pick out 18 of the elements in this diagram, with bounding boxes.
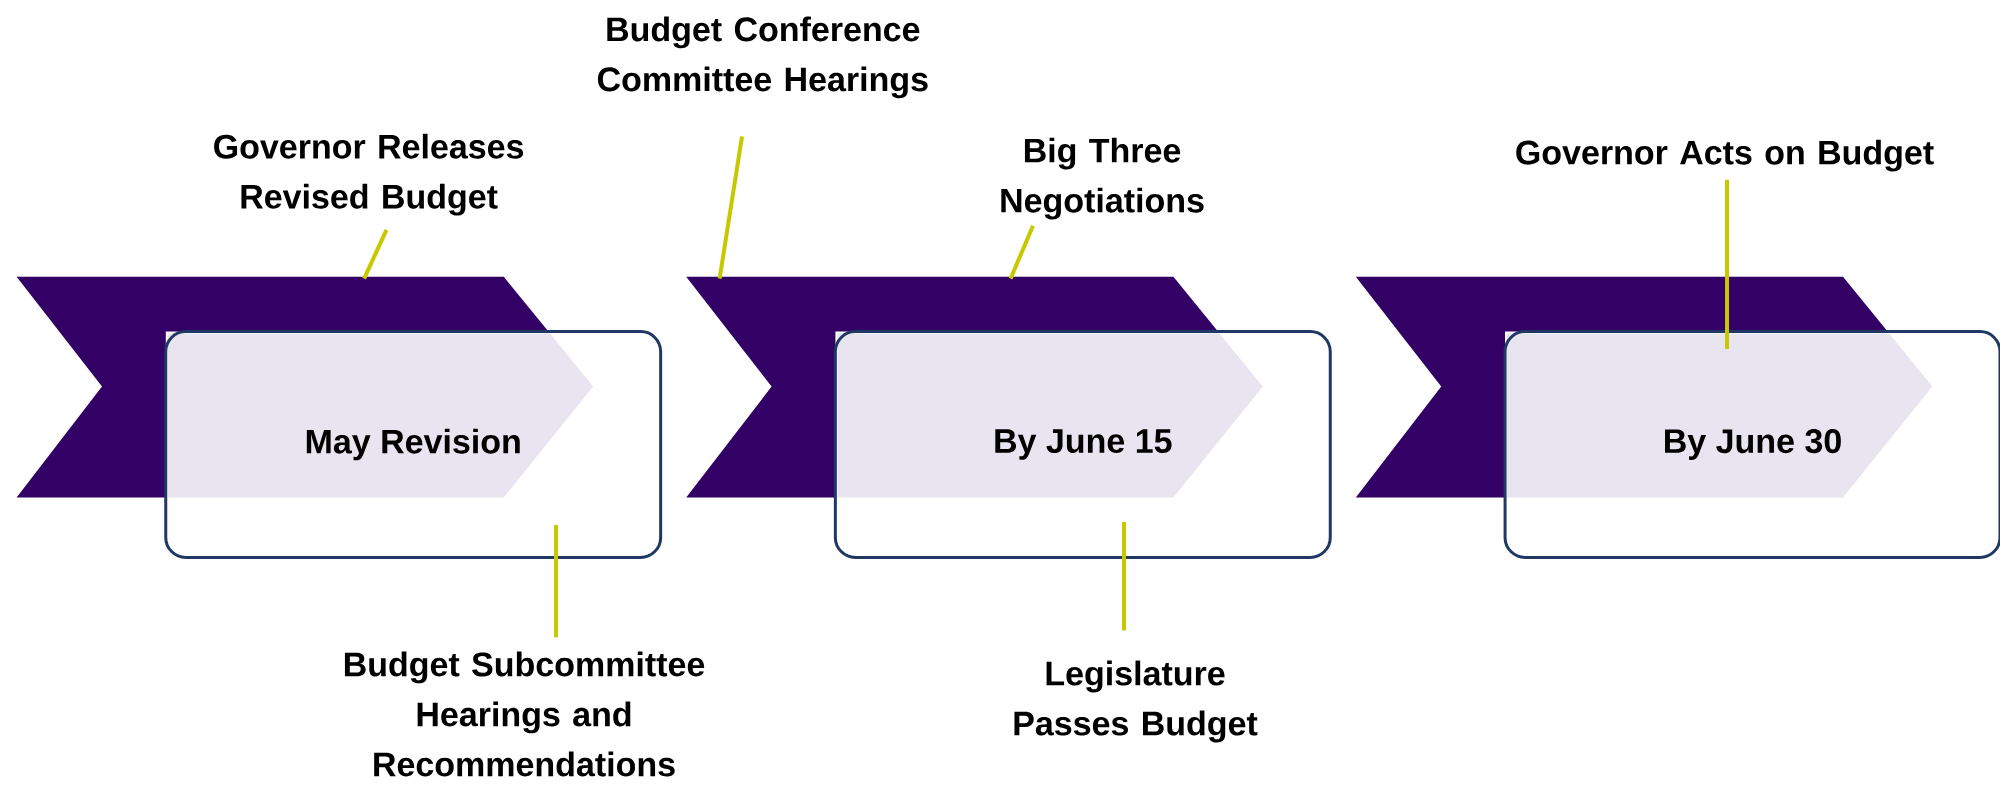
- date-box: By June 30: [1503, 330, 2000, 559]
- date-box: By June 15: [833, 330, 1332, 559]
- date-box: May Revision: [164, 330, 663, 559]
- leader-line: [1725, 179, 1729, 350]
- step-label: Budget Subcommittee Hearings and Recommendations: [344, 651, 705, 777]
- step-label: Governor Acts on Budget: [1516, 139, 1934, 172]
- leader-line: [717, 136, 744, 279]
- step-label: Budget Conference Committee Hearings: [597, 16, 928, 99]
- leader-line: [362, 229, 389, 280]
- leader-line: [1008, 224, 1035, 280]
- chevron-arrow: [686, 276, 1218, 498]
- chevron-arrow: [1355, 276, 1888, 498]
- step-label: Legislature Passes Budget: [1014, 660, 1258, 743]
- step-label: Governor Releases Revised Budget: [214, 133, 524, 216]
- leader-line: [554, 524, 558, 638]
- leader-line: [1122, 521, 1126, 631]
- chevron-arrow: [16, 276, 549, 498]
- step-label: Big Three Negotiations: [1001, 137, 1204, 220]
